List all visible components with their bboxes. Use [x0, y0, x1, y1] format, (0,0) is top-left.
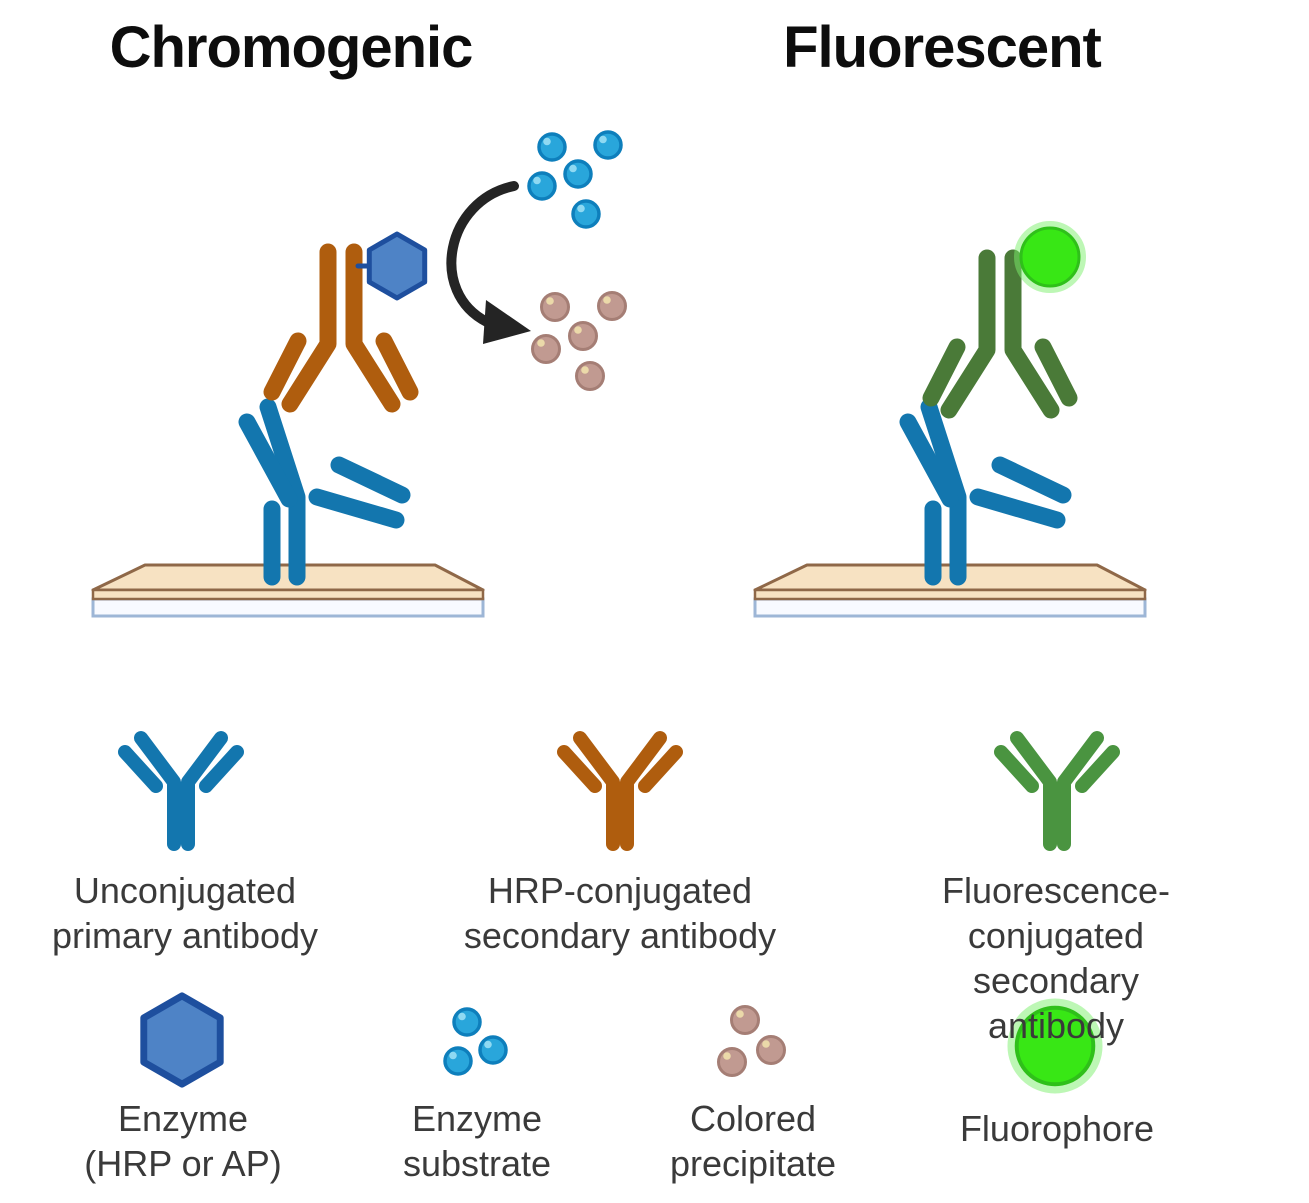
substrate-dot — [443, 1046, 473, 1076]
substrate-to-precipitate-arrow — [446, 181, 531, 344]
legend-hrp-antibody-icon — [564, 738, 676, 844]
legend-label-fluorophore: Fluorophore — [959, 1108, 1155, 1149]
precipitate-dot — [717, 1047, 747, 1077]
fluorophore-icon — [1017, 224, 1083, 290]
legend-label-primary-antibody: Unconjugated primary antibody — [51, 870, 319, 956]
precipitate-dot — [730, 1005, 760, 1035]
precipitate-dot — [575, 361, 605, 391]
precipitate-dot — [531, 334, 561, 364]
primary-antibody-chromogenic — [247, 407, 402, 577]
tissue-slide-chromogenic — [91, 563, 485, 618]
precipitate-dot — [568, 321, 598, 351]
fluorescent-title: Fluorescent — [783, 15, 1102, 80]
precipitate-dot — [756, 1035, 786, 1065]
substrate-dot — [563, 159, 593, 189]
substrate-dot — [527, 171, 557, 201]
chromogenic-title: Chromogenic — [109, 15, 474, 80]
precipitate-dot — [597, 291, 627, 321]
legend-colored-precipitate-icon — [717, 1005, 786, 1077]
legend-enzyme-substrate-icon — [443, 1007, 508, 1076]
precipitate-dot — [540, 292, 570, 322]
legend-primary-antibody-icon — [125, 738, 237, 844]
enzyme-substrate-dots — [527, 130, 623, 229]
substrate-dot — [537, 132, 567, 162]
substrate-dot — [452, 1007, 482, 1037]
enzyme-hexagon-icon — [369, 234, 424, 298]
legend-label-hrp-antibody: HRP-conjugated secondary antibody — [463, 870, 777, 956]
legend-label-enzyme-substrate: Enzyme substrate — [402, 1098, 552, 1184]
legend-label-enzyme: Enzyme (HRP or AP) — [84, 1098, 282, 1184]
legend-fluorescent-antibody-icon — [1001, 738, 1113, 844]
legend-enzyme-hexagon-icon — [144, 996, 220, 1084]
colored-precipitate-dots — [531, 291, 627, 391]
legend-label-fluorescent-antibody: Fluorescence-conjugated secondary antibo… — [941, 870, 1171, 1046]
primary-antibody-fluorescent — [908, 407, 1063, 577]
substrate-dot — [571, 199, 601, 229]
legend-label-colored-precipitate: Colored precipitate — [669, 1098, 837, 1184]
substrate-dot — [478, 1035, 508, 1065]
substrate-dot — [593, 130, 623, 160]
